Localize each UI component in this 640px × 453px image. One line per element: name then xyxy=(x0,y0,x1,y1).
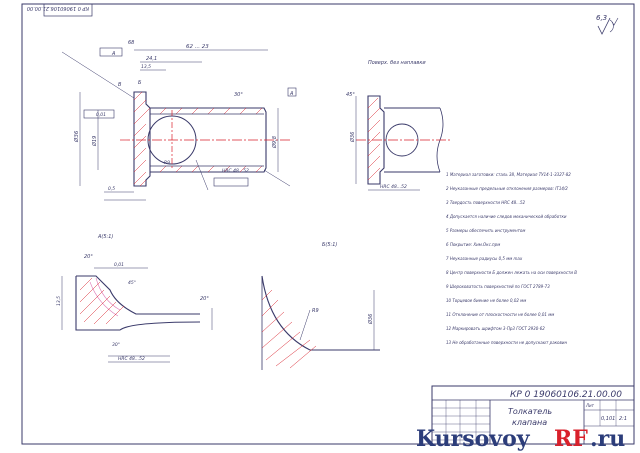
svg-text:1 Материал заготовки: сталь 38: 1 Материал заготовки: сталь 38, Материал… xyxy=(446,172,571,177)
side-view-label: Поверх. без наплавки xyxy=(368,60,426,66)
svg-text:45°: 45° xyxy=(346,92,355,98)
svg-text:9 Шероховатость поверхностей п: 9 Шероховатость поверхностей по ГОСТ 278… xyxy=(446,284,550,289)
svg-text:24,1: 24,1 xyxy=(146,56,157,62)
svg-text:0,01: 0,01 xyxy=(114,262,124,268)
svg-text:0,01: 0,01 xyxy=(96,112,106,118)
svg-text:Ø36: Ø36 xyxy=(73,130,80,143)
svg-text:0,101: 0,101 xyxy=(601,416,615,422)
svg-text:4 Допускается наличие следов м: 4 Допускается наличие следов механическо… xyxy=(446,214,567,219)
watermark-rf: RF xyxy=(554,426,588,452)
svg-text:13 Не обработанные поверхности: 13 Не обработанные поверхности не допуск… xyxy=(446,340,567,345)
detail-b: Б(5:1) R9 Ø36 xyxy=(261,242,380,370)
watermark-kursovoy: Kursovoy xyxy=(416,426,531,452)
svg-text:A: A xyxy=(111,51,116,57)
svg-text:45°: 45° xyxy=(128,280,136,286)
side-view: Поверх. без наплавки Ø36 45° HRC 48...52 xyxy=(346,60,452,191)
svg-text:Ø19: Ø19 xyxy=(91,136,98,147)
svg-text:HRC 48...52: HRC 48...52 xyxy=(222,168,249,174)
watermark: Kursovoy RF .ru xyxy=(416,426,625,452)
svg-text:R9: R9 xyxy=(312,308,319,314)
svg-text:11 Отклонение от плоскостности: 11 Отклонение от плоскостности не более … xyxy=(446,312,554,317)
hatching-head xyxy=(133,91,151,187)
svg-text:2 Неуказанные предельные откло: 2 Неуказанные предельные отклонения разм… xyxy=(446,186,568,191)
svg-text:A: A xyxy=(289,91,294,97)
svg-text:6 Покрытие: Хим.Окс.прм: 6 Покрытие: Хим.Окс.прм xyxy=(446,242,500,247)
svg-text:30°: 30° xyxy=(112,342,120,348)
svg-text:68: 68 xyxy=(128,40,134,46)
svg-text:6,3: 6,3 xyxy=(596,14,607,22)
svg-text:13,5: 13,5 xyxy=(141,64,151,70)
svg-text:R9: R9 xyxy=(164,160,170,166)
title-block: КР 0 19060106.21.00.00 Толкатель клапана… xyxy=(431,385,635,445)
roughness-symbol: 6,3 xyxy=(596,14,619,35)
part-title-line2: клапана xyxy=(512,418,547,427)
svg-text:30°: 30° xyxy=(234,92,243,98)
svg-text:10 Торцевое биение не более 0,: 10 Торцевое биение не более 0,02 мм xyxy=(446,298,526,303)
detail-b-label: Б(5:1) xyxy=(322,242,337,248)
svg-text:2:1: 2:1 xyxy=(619,416,627,422)
watermark-ru: .ru xyxy=(590,426,625,452)
svg-text:5 Размеры обеспечить инструмен: 5 Размеры обеспечить инструментом xyxy=(446,228,525,233)
svg-text:HRC 48...52: HRC 48...52 xyxy=(118,356,145,362)
svg-text:Б: Б xyxy=(138,80,142,86)
svg-text:Лит: Лит xyxy=(585,403,595,408)
svg-text:Ø36: Ø36 xyxy=(349,132,356,143)
svg-text:Ø36: Ø36 xyxy=(367,314,374,325)
sheet-frame xyxy=(21,3,635,445)
svg-text:20°: 20° xyxy=(84,254,93,260)
svg-text:Ø9,8: Ø9,8 xyxy=(271,136,278,149)
svg-text:62 ... 23: 62 ... 23 xyxy=(186,44,209,50)
hatching-stem xyxy=(159,107,263,173)
detail-a-label: А(5:1) xyxy=(97,234,113,240)
svg-text:12 Маркировать шрифтом 3-Пр3 Г: 12 Маркировать шрифтом 3-Пр3 ГОСТ 2930-6… xyxy=(446,326,545,331)
svg-text:20°: 20° xyxy=(200,296,209,302)
svg-text:HRC 48...52: HRC 48...52 xyxy=(380,184,407,190)
svg-text:13,5: 13,5 xyxy=(56,296,62,306)
detail-a: А(5:1) 13,5 0,01 20° 20° 45° 30° HRC 48.… xyxy=(56,234,213,363)
rotated-code-text: КР 0 19060106.21.00.00 xyxy=(27,5,89,11)
svg-text:7 Неуказанные радиусы 0,5 мм m: 7 Неуказанные радиусы 0,5 мм max xyxy=(446,256,523,261)
svg-text:3 Твердость поверхности HRC 48: 3 Твердость поверхности HRC 48...52 xyxy=(446,200,526,205)
technical-notes: 1 Материал заготовки: сталь 38, Материал… xyxy=(446,172,577,345)
main-view: 62 ... 23 24,1 13,5 Ø36 Ø19 Ø9,8 0,5 0,0… xyxy=(61,40,297,201)
rotated-code-stamp: КР 0 19060106.21.00.00 xyxy=(27,3,93,17)
svg-text:0,5: 0,5 xyxy=(108,186,115,192)
drawing-code: КР 0 19060106.21.00.00 xyxy=(510,390,622,400)
part-title-line1: Толкатель xyxy=(508,407,552,416)
svg-text:В: В xyxy=(118,82,122,88)
svg-text:8 Центр поверхности Б должен л: 8 Центр поверхности Б должен лежать на о… xyxy=(446,270,577,275)
